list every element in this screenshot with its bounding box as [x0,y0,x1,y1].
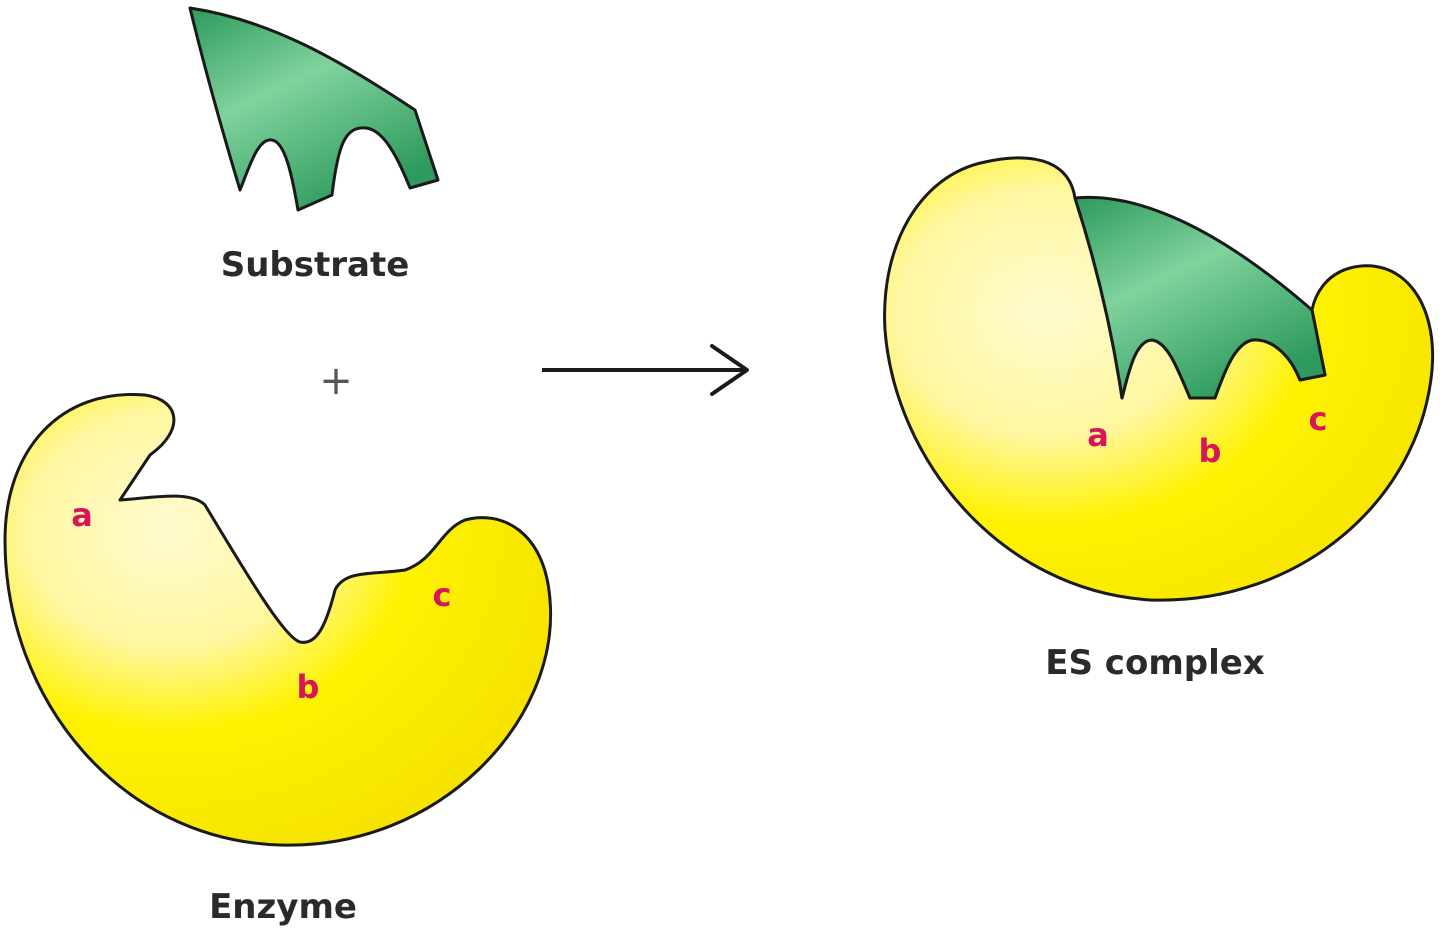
complex-site-c: c [1309,400,1328,438]
substrate-shape [188,6,440,212]
enzyme-label: Enzyme [209,887,357,927]
complex-substrate-shape [1073,195,1327,400]
enzyme-site-b: b [297,668,320,706]
substrate-label: Substrate [221,245,410,285]
enzyme-shape [3,392,553,847]
complex-site-b: b [1199,432,1222,470]
plus-sign: + [319,358,353,404]
reaction-arrow [542,344,749,396]
complex-site-a: a [1087,416,1109,454]
enzyme-site-a: a [71,496,93,534]
enzyme-site-c: c [433,576,452,614]
complex-label: ES complex [1045,643,1265,683]
